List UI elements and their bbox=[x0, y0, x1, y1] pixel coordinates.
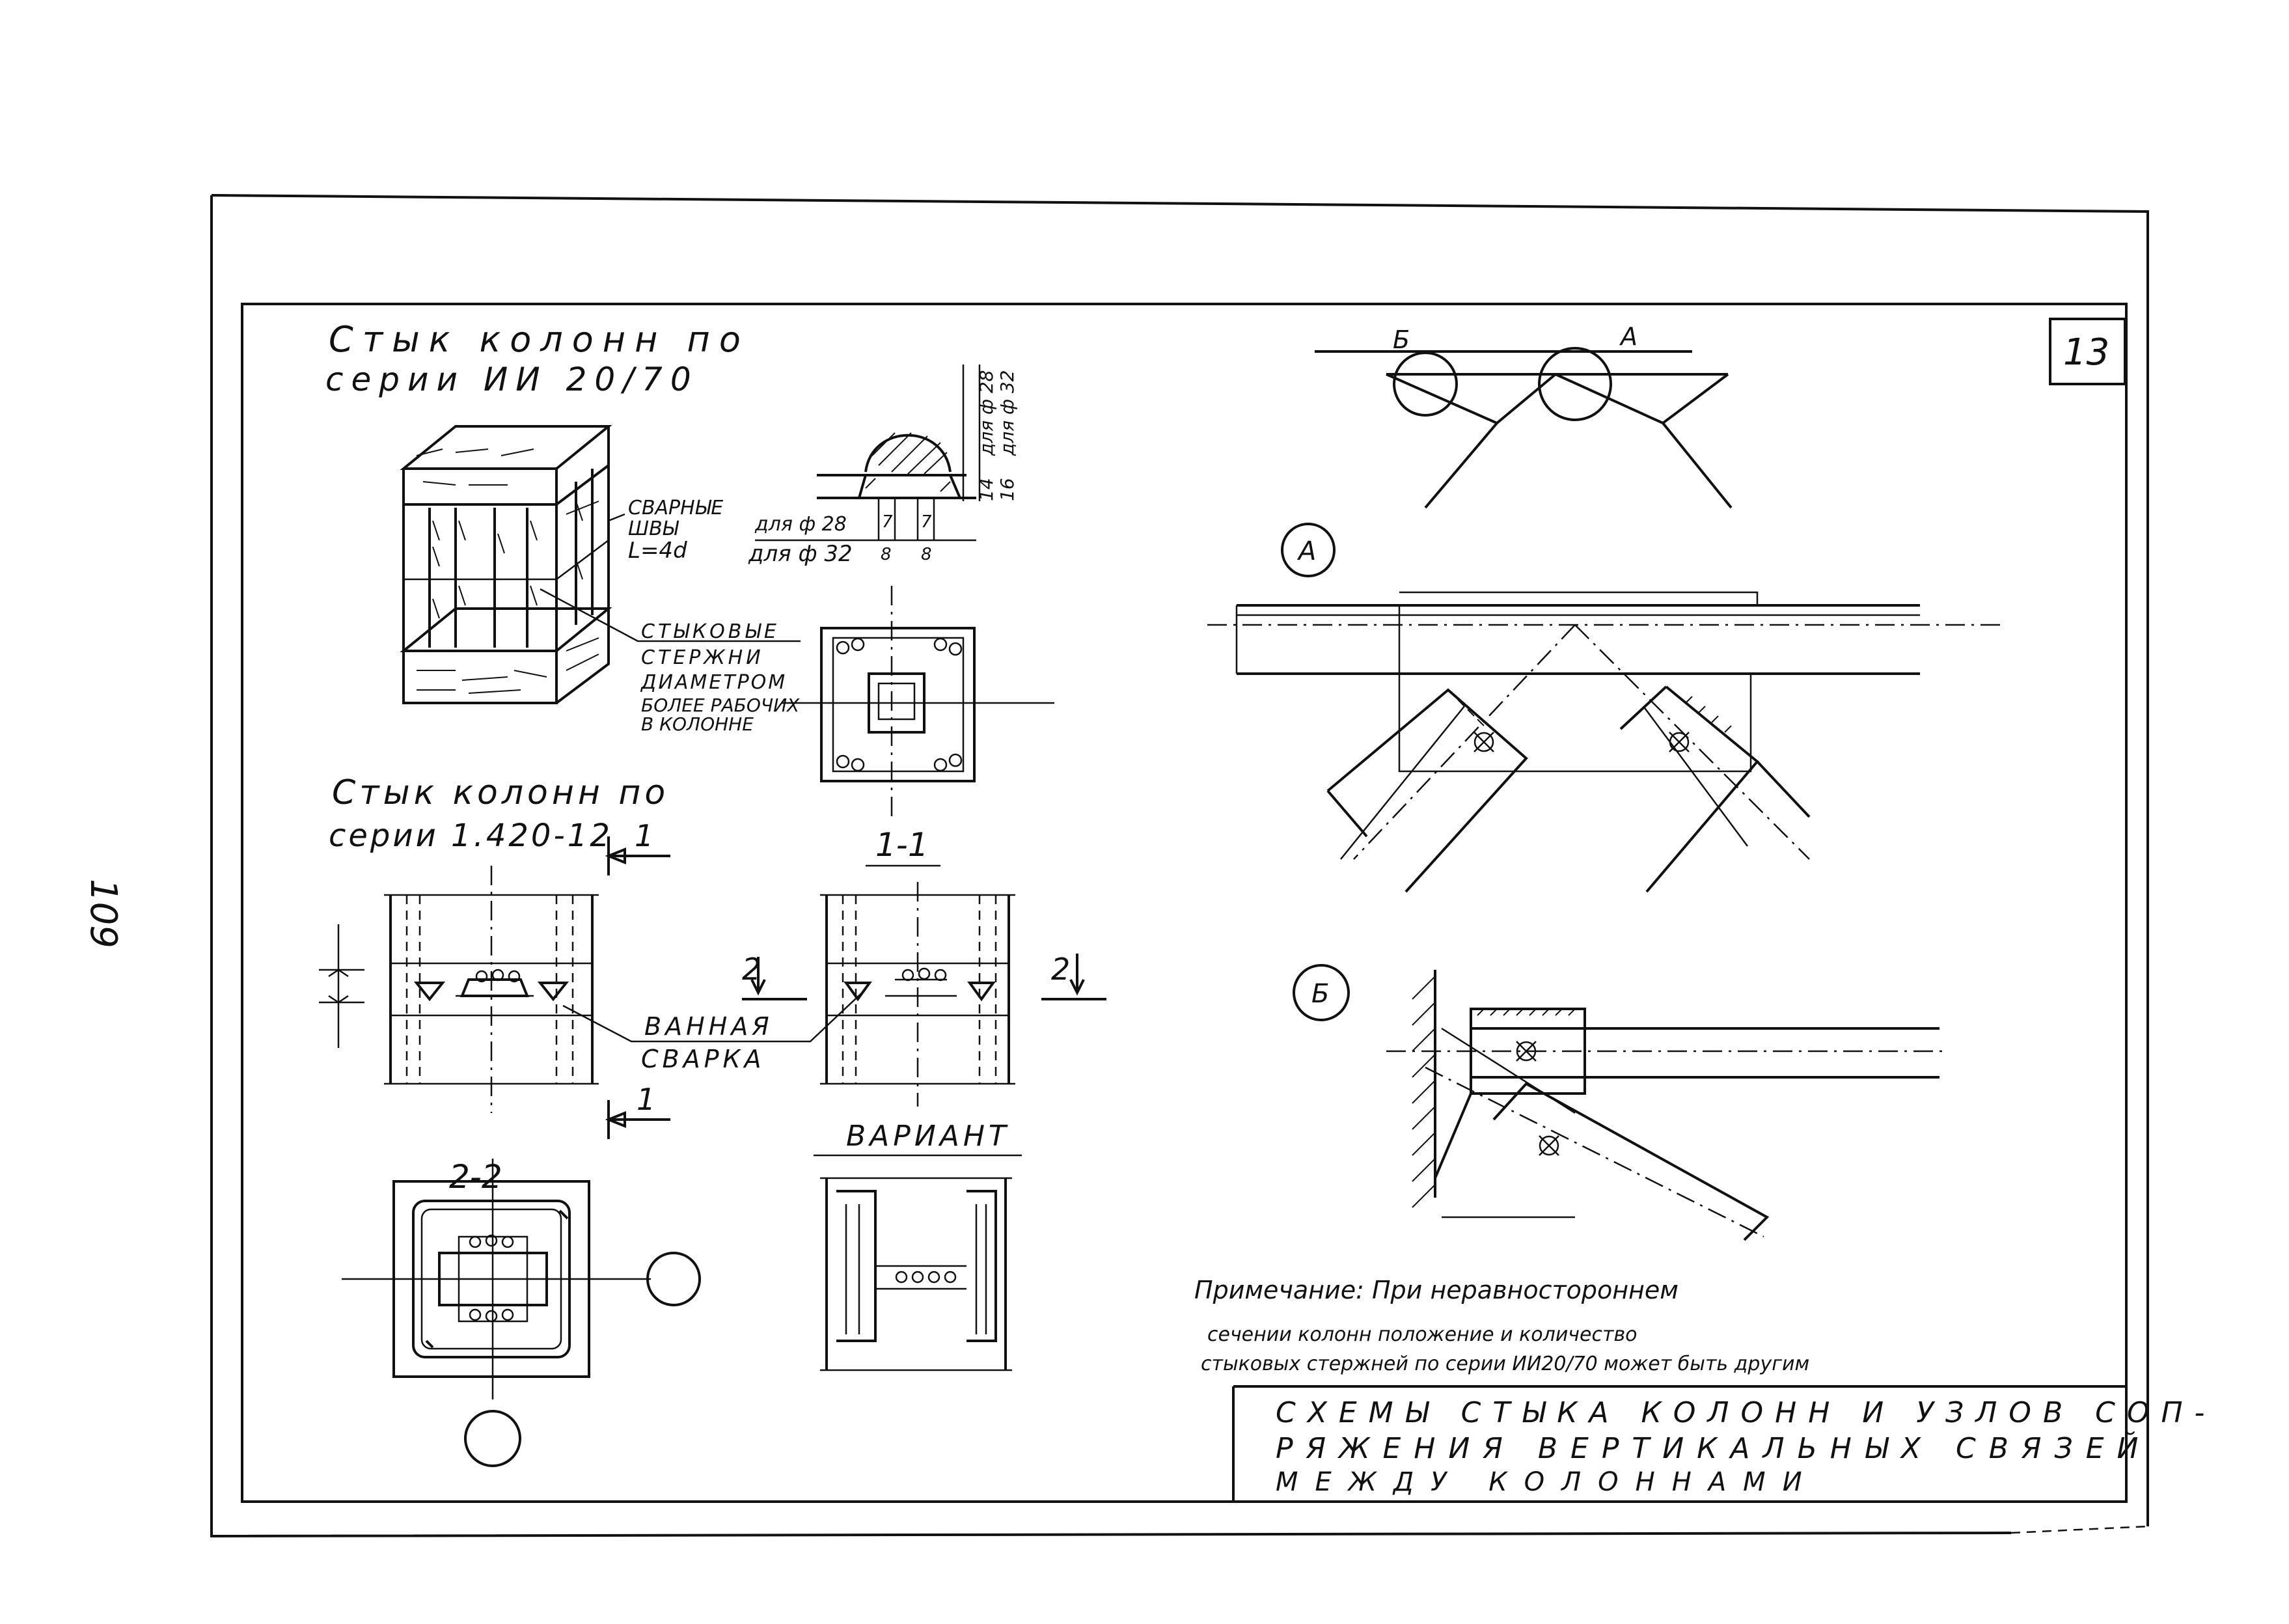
variant-label: ВАРИАНТ bbox=[846, 1120, 1010, 1153]
vert-dim-d28: для ф 28 bbox=[976, 370, 997, 456]
vert-dim-14: 14 bbox=[976, 478, 997, 501]
bar-note-line2: СТЕРЖНИ bbox=[641, 646, 764, 669]
dim-7a: 7 bbox=[882, 512, 893, 532]
title-block-line3: МЕЖДУ КОЛОННАМИ bbox=[1276, 1467, 1819, 1497]
cut-label-1-top: 1 bbox=[635, 818, 653, 853]
variant-drawing bbox=[820, 1177, 1012, 1371]
section-22-label: 2-2 bbox=[449, 1158, 502, 1196]
weld-note-line2: ШВЫ bbox=[628, 517, 679, 540]
bar-note-line1: СТЫКОВЫЕ bbox=[641, 620, 780, 643]
bracing-scheme bbox=[1315, 347, 1733, 509]
bar-note-line4: БОЛЕЕ РАБОЧИХ bbox=[641, 695, 800, 716]
cut-mark-1-bottom bbox=[605, 1100, 670, 1139]
note-line2: сечении колонн положение и количество bbox=[1207, 1323, 1638, 1346]
inner-frame bbox=[241, 303, 2128, 1503]
weld-leader bbox=[608, 513, 625, 522]
title-joint-1420-line1: Стык колонн по bbox=[332, 773, 669, 812]
cut-mark-2-right bbox=[1041, 954, 1106, 1000]
dim-8b: 8 bbox=[921, 545, 932, 564]
sheet-number: 13 bbox=[2063, 331, 2109, 374]
cut-label-1-bottom: 1 bbox=[637, 1082, 655, 1117]
node-b-circle bbox=[1293, 964, 1350, 1021]
bar-note-line3: ДИАМЕТРОМ bbox=[640, 671, 787, 694]
scheme-label-a: А bbox=[1619, 322, 1638, 351]
note-line3: стыковых стержней по серии ИИ20/70 может… bbox=[1201, 1353, 1809, 1375]
node-b-drawing bbox=[1386, 970, 1946, 1241]
bar-leader bbox=[540, 588, 801, 642]
title-block-frame bbox=[1232, 1385, 2125, 1502]
column-section-plan bbox=[781, 586, 1054, 820]
title-block-line2: РЯЖЕНИЯ ВЕРТИКАЛЬНЫХ СВЯЗЕЙ bbox=[1276, 1431, 2151, 1465]
bar-note-line5: В КОЛОННЕ bbox=[641, 713, 754, 735]
cut-mark-1-top bbox=[605, 836, 670, 875]
column-elevation-left bbox=[319, 866, 599, 1113]
section-11-label: 1-1 bbox=[875, 826, 929, 864]
node-b-label: Б bbox=[1311, 979, 1329, 1009]
title-block-line1: СХЕМЫ СТЫКА КОЛОНН И УЗЛОВ СОП- bbox=[1276, 1396, 2216, 1429]
vert-dim-16: 16 bbox=[996, 478, 1018, 501]
section-22-drawing bbox=[342, 1159, 701, 1467]
cut-mark-2-left bbox=[742, 957, 807, 1000]
page-number: 109 bbox=[82, 879, 124, 948]
dim-7b: 7 bbox=[921, 512, 932, 532]
node-a-drawing bbox=[1207, 591, 2001, 893]
note-line1: Примечание: При неравностороннем bbox=[1194, 1276, 1679, 1304]
title-joint-ii2070-line2: серии ИИ 20/70 bbox=[325, 361, 699, 398]
dim-8a: 8 bbox=[881, 545, 892, 564]
sheet-number-box bbox=[2049, 318, 2126, 385]
vert-dim-d32: для ф 32 bbox=[996, 370, 1018, 456]
section-11-drawing bbox=[820, 882, 1015, 1107]
outer-frame bbox=[210, 194, 2149, 1538]
node-a-label: А bbox=[1296, 536, 1316, 566]
node-a-circle bbox=[1281, 523, 1336, 577]
scheme-label-b: Б bbox=[1393, 325, 1410, 354]
title-joint-ii2070-line1: Стык колонн по bbox=[329, 319, 750, 360]
weld-bead-detail bbox=[755, 365, 981, 542]
weld-note-line3: L=4d bbox=[628, 538, 687, 564]
weld-note-line1: СВАРНЫЕ bbox=[628, 497, 723, 519]
dim-d28: для ф 28 bbox=[754, 513, 847, 536]
title-joint-1420-line2: серии 1.420-12 bbox=[329, 818, 612, 854]
dim-d32: для ф 32 bbox=[748, 541, 853, 567]
cut-label-2-right: 2 bbox=[1051, 952, 1070, 987]
bath-weld-line1: ВАННАЯ bbox=[644, 1012, 773, 1041]
isometric-column-drawing bbox=[400, 425, 612, 704]
bath-weld-line2: СВАРКА bbox=[641, 1045, 765, 1073]
